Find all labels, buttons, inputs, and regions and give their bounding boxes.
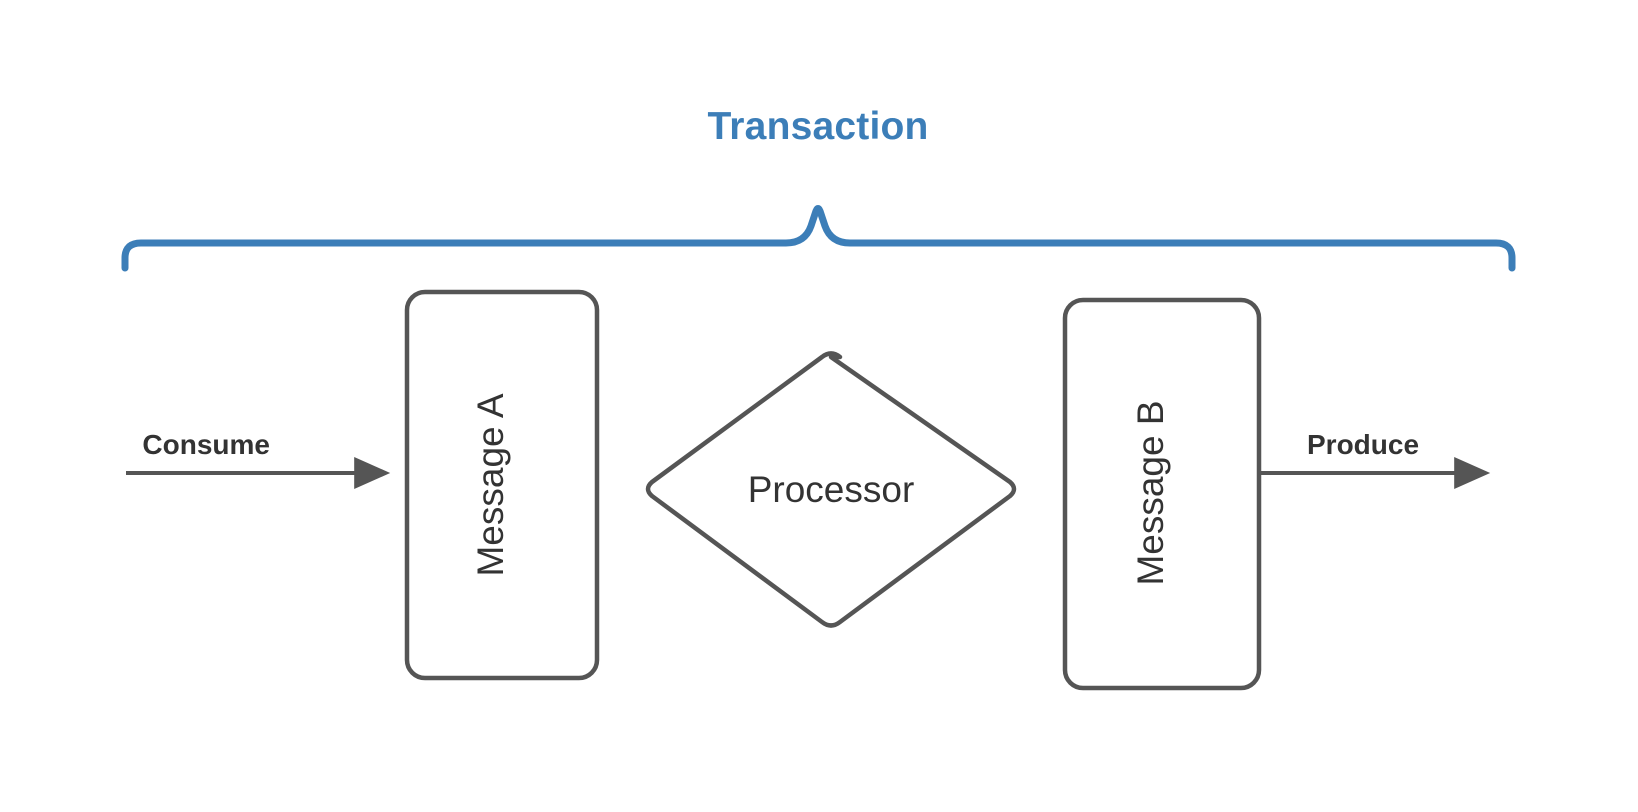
brace-path	[121, 205, 1516, 272]
processor-label: Processor	[748, 469, 915, 510]
message-a-box[interactable]	[404, 289, 600, 681]
produce-edge-label: Produce	[1307, 429, 1419, 460]
message-b-box[interactable]	[1062, 297, 1262, 691]
produce-edge: Produce	[1261, 429, 1491, 489]
node-processor[interactable]: Processor	[645, 351, 1017, 628]
diagram-title: Transaction	[707, 105, 928, 148]
consume-edge-label: Consume	[142, 429, 270, 460]
message-a-label: Message A	[470, 393, 511, 576]
message-b-label: Message B	[1130, 400, 1171, 585]
consume-edge: Consume	[126, 429, 391, 489]
processor-diamond[interactable]	[645, 351, 1017, 628]
node-message-b[interactable]: Message B	[1062, 297, 1262, 691]
transaction-brace	[121, 205, 1516, 272]
node-message-a[interactable]: Message A	[404, 289, 600, 681]
